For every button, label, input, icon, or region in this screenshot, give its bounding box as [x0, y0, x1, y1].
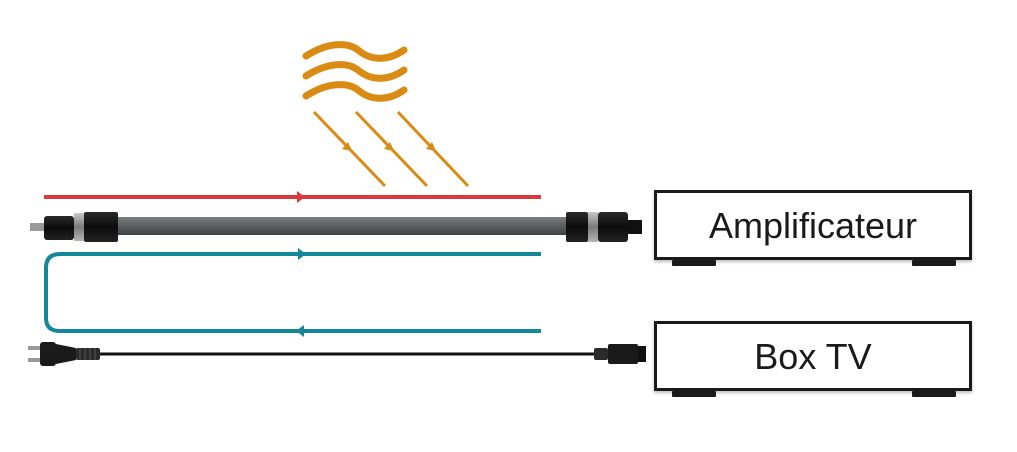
heat-waves-icon [302, 41, 408, 102]
arrow-left-icon [296, 325, 304, 337]
ground-loop-blue [44, 248, 541, 337]
signal-line-red [44, 191, 541, 203]
box-tv-label: Box TV [754, 336, 872, 377]
amplifier-foot-right [912, 260, 956, 266]
interference-rays [312, 110, 470, 188]
arrow-right-icon [298, 248, 306, 260]
power-plug-icon [28, 342, 100, 366]
amplifier-box: Amplificateur [654, 190, 972, 260]
box-tv-foot-left [672, 391, 716, 397]
power-cable [28, 342, 646, 366]
amplifier-foot-left [672, 260, 716, 266]
amplifier-label: Amplificateur [708, 205, 918, 246]
audio-cable [30, 212, 642, 242]
arrow-right-icon [297, 191, 305, 203]
box-tv-foot-right [912, 391, 956, 397]
box-tv: Box TV [654, 321, 972, 391]
